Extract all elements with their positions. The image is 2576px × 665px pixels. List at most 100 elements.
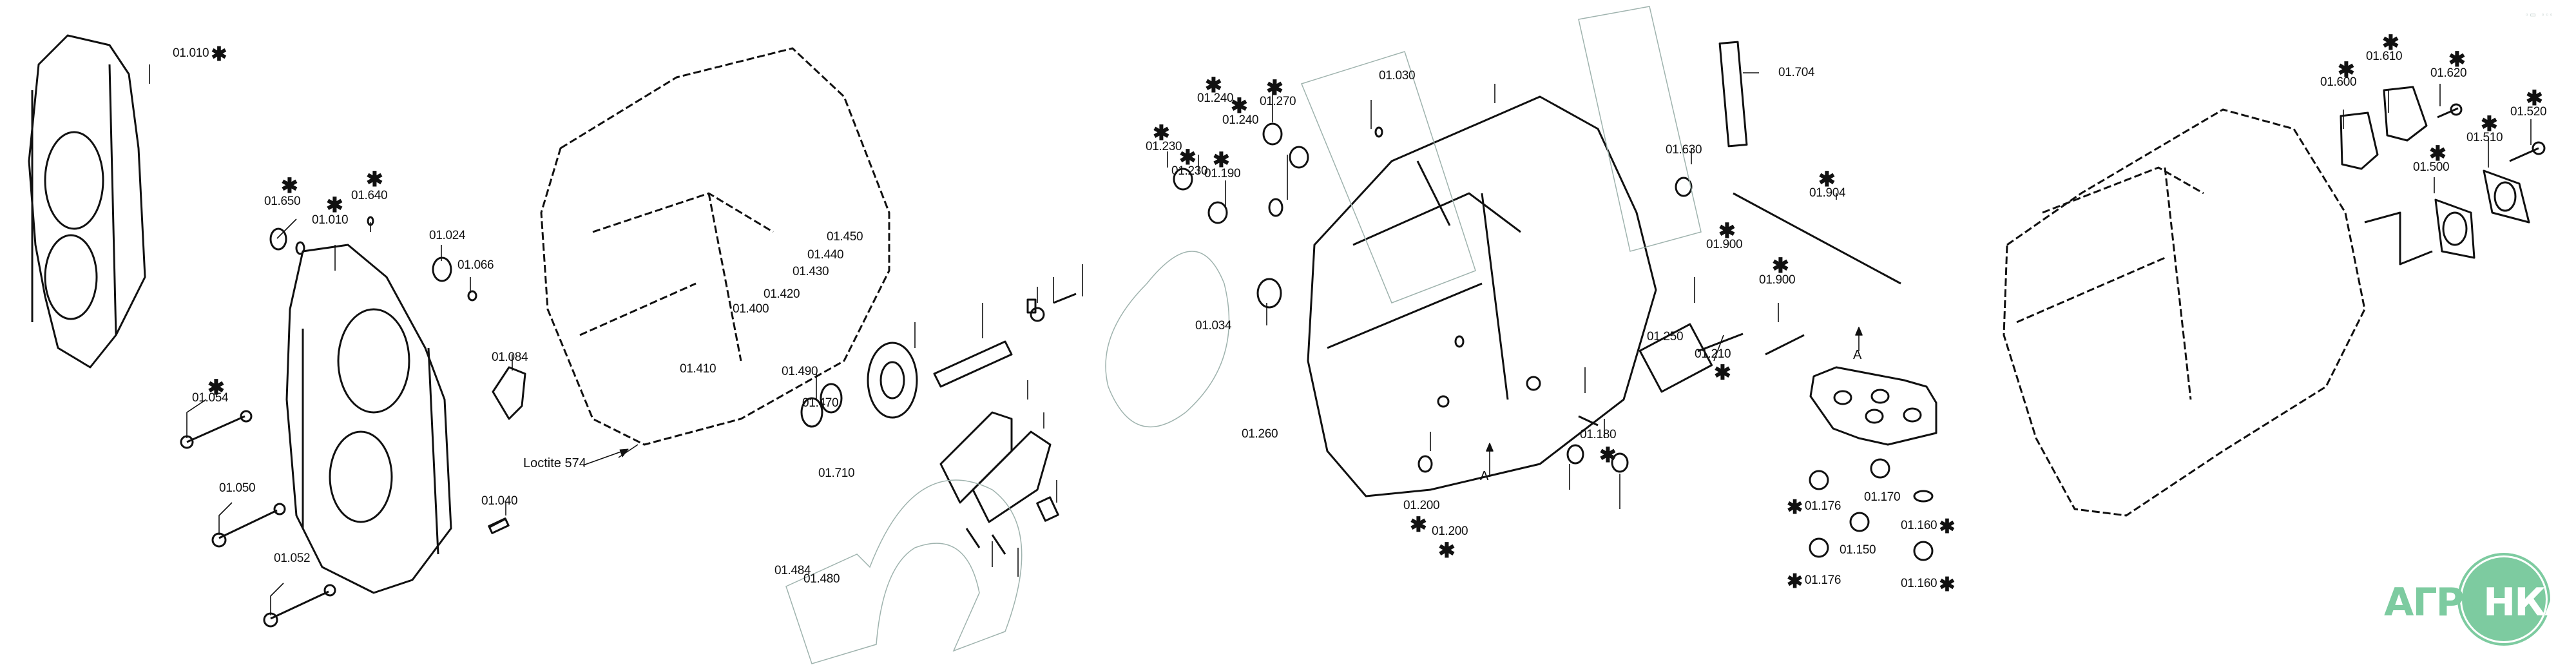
part-label[interactable]: 01.620: [2430, 66, 2467, 80]
part-label[interactable]: 01.260: [1242, 427, 1278, 441]
part-label[interactable]: 01.170: [1864, 490, 1901, 504]
part-label[interactable]: 01.470: [802, 396, 839, 410]
part-label[interactable]: 01.640: [351, 189, 388, 202]
star-icon: ✱: [366, 168, 383, 191]
watermark: [785, 6, 1702, 664]
loctite-arrow: [582, 448, 629, 466]
logo-text-left: АГРО: [2384, 580, 2496, 625]
part-label[interactable]: 01.200: [1403, 499, 1440, 512]
center-parts-drawing: [1173, 41, 1901, 473]
part-number: 01.176: [1804, 499, 1841, 513]
star-icon: ✱: [1939, 516, 1956, 537]
part-label[interactable]: 01.650: [264, 195, 301, 208]
part-label[interactable]: 01.010: [312, 213, 349, 227]
part-label[interactable]: 01.190: [1204, 167, 1241, 180]
star-icon: ✱: [1153, 121, 1170, 144]
part-label[interactable]: 01.510: [2466, 131, 2503, 144]
part-label[interactable]: 01.010✱: [173, 45, 229, 64]
part-label[interactable]: 01.500: [2413, 160, 2450, 174]
front-cover-left-drawing: [28, 34, 146, 369]
star-icon: ✱: [1714, 361, 1731, 384]
star-icon: ✱: [1787, 571, 1803, 592]
view-a-plate-drawing: [1809, 366, 1937, 561]
view-a-label: A: [1853, 348, 1862, 362]
part-label[interactable]: 01.160✱: [1901, 575, 1957, 595]
star-icon: ✱: [2526, 86, 2543, 110]
star-icon: ✱: [1438, 539, 1456, 562]
star-icon: ✱: [1818, 168, 1836, 191]
part-label[interactable]: 01.450: [827, 230, 863, 244]
part-label[interactable]: 01.600: [2320, 75, 2357, 89]
part-label[interactable]: 01.400: [733, 302, 769, 316]
part-label[interactable]: ✱01.176: [1785, 572, 1841, 592]
part-label[interactable]: ✱01.176: [1785, 498, 1841, 517]
part-label[interactable]: 01.050: [219, 481, 256, 495]
part-label[interactable]: 01.230: [1146, 140, 1182, 153]
part-label[interactable]: 01.200: [1432, 525, 1468, 538]
star-icon: ✱: [281, 174, 298, 197]
star-icon: ✱: [1231, 94, 1248, 117]
part-label[interactable]: 01.900: [1759, 273, 1796, 287]
front-cover-parts-drawing: [180, 216, 526, 628]
leader-lines: [149, 64, 2532, 615]
part-label[interactable]: 01.230: [1171, 164, 1208, 178]
main-housing-drawing: [540, 47, 890, 446]
logo-circle: [2457, 553, 2550, 646]
part-label[interactable]: 01.420: [764, 287, 800, 301]
rear-covers-drawing: [2340, 86, 2546, 265]
logo-text-right: НКА: [2483, 580, 2575, 625]
part-label[interactable]: 01.630: [1666, 143, 1702, 157]
part-label[interactable]: 01.210: [1695, 347, 1731, 361]
corner-mark: ▫▭ ▫▫▫: [2526, 12, 2555, 19]
front-cover-center-drawing: [285, 244, 452, 594]
star-icon: ✱: [1213, 148, 1230, 171]
part-label[interactable]: 01.240: [1197, 92, 1234, 105]
star-icon: ✱: [1179, 146, 1197, 169]
part-label[interactable]: 01.490: [782, 365, 818, 378]
part-label[interactable]: 01.034: [1195, 319, 1232, 332]
part-label[interactable]: 01.410: [680, 362, 716, 376]
part-label[interactable]: 01.710: [818, 467, 855, 480]
part-label[interactable]: 01.480: [803, 572, 840, 586]
part-label[interactable]: 01.440: [807, 248, 844, 262]
part-label[interactable]: 01.054: [192, 391, 229, 405]
part-label[interactable]: 01.610: [2366, 50, 2403, 63]
star-icon: ✱: [326, 193, 343, 217]
star-icon: ✱: [211, 44, 227, 65]
star-icon: ✱: [1599, 443, 1617, 467]
part-label[interactable]: 01.030: [1379, 69, 1416, 82]
part-label[interactable]: 01.240: [1222, 113, 1259, 127]
star-icon: ✱: [2338, 58, 2355, 81]
part-label[interactable]: 01.040: [481, 494, 518, 508]
star-icon: ✱: [1718, 219, 1736, 242]
star-icon: ✱: [1266, 76, 1283, 99]
part-label[interactable]: 01.150: [1840, 543, 1876, 557]
part-label[interactable]: 01.180: [1580, 428, 1617, 441]
star-icon: ✱: [1205, 73, 1222, 97]
part-label[interactable]: 01.250: [1647, 330, 1684, 343]
view-a-arrows: [1486, 327, 1863, 477]
part-label[interactable]: 01.160✱: [1901, 517, 1957, 537]
star-icon: ✱: [2448, 48, 2466, 71]
part-label[interactable]: 01.052: [274, 552, 311, 565]
part-label[interactable]: 01.520: [2510, 105, 2547, 119]
part-label[interactable]: 01.900: [1706, 238, 1743, 251]
part-label[interactable]: 01.430: [793, 265, 829, 278]
part-label[interactable]: 01.024: [429, 229, 466, 242]
star-icon: ✱: [2429, 142, 2446, 165]
star-icon: ✱: [1939, 574, 1956, 595]
star-icon: ✱: [1787, 497, 1803, 518]
part-label[interactable]: 01.270: [1260, 95, 1296, 108]
part-number: 01.176: [1804, 573, 1841, 587]
part-number: 01.160: [1901, 577, 1937, 590]
agronka-logo: АГРО НКА: [2384, 553, 2575, 656]
part-label[interactable]: 01.704: [1778, 66, 1815, 79]
part-label[interactable]: 01.066: [457, 258, 494, 272]
part-label[interactable]: 01.904: [1809, 186, 1846, 200]
part-label[interactable]: 01.084: [492, 351, 528, 364]
loctite-note: Loctite 574: [523, 456, 586, 470]
part-label[interactable]: 01.484: [774, 564, 811, 577]
part-number: 01.160: [1901, 519, 1937, 532]
